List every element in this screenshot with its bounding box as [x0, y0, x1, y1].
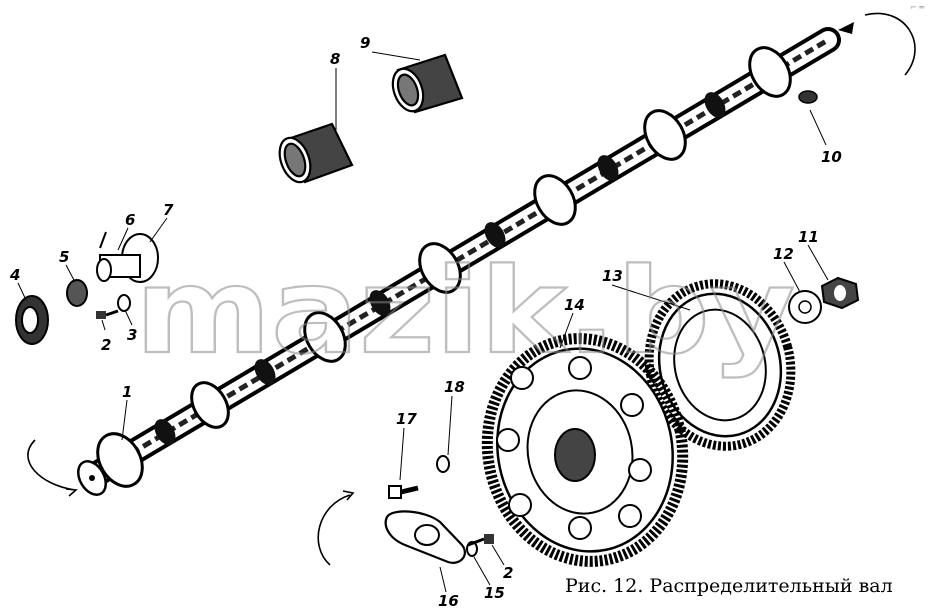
- callout-2-left: 2: [101, 336, 111, 354]
- callout-8: 8: [330, 50, 340, 68]
- callout-17: 17: [396, 410, 417, 428]
- nut-11: [820, 276, 860, 310]
- rotation-arrow-rear: [864, 12, 916, 76]
- callout-13: 13: [602, 267, 623, 285]
- callout-4: 4: [9, 266, 20, 284]
- corner-mark: ⌐ ═: [910, 3, 924, 12]
- gear-ring-13: [644, 279, 796, 451]
- rotation-arrow-gear: [317, 494, 351, 566]
- watermark: mazik.by: [135, 242, 795, 380]
- lock-washer-12: [788, 290, 822, 324]
- callout-1: 1: [122, 383, 132, 401]
- rotation-arrow-front: [27, 439, 76, 491]
- figure-caption: Рис. 12. Распределительный вал: [565, 575, 893, 597]
- washer-3: [117, 294, 131, 312]
- callout-15: 15: [484, 584, 505, 602]
- callout-3: 3: [127, 326, 137, 344]
- callout-12: 12: [773, 245, 794, 263]
- callout-5: 5: [59, 248, 69, 266]
- callout-10: 10: [821, 148, 842, 166]
- callout-7: 7: [163, 201, 174, 219]
- callout-2-right: 2: [503, 564, 513, 582]
- gear-14: [481, 333, 689, 567]
- callout-9: 9: [360, 34, 370, 52]
- bearing-4: [15, 295, 49, 345]
- callout-14: 14: [564, 296, 585, 314]
- plate-16: [384, 510, 466, 564]
- bushing-8: [278, 122, 354, 184]
- bushing-9: [391, 53, 464, 114]
- key-10: [798, 90, 818, 104]
- callout-16: 16: [438, 592, 459, 610]
- bolt-2-right: [467, 534, 494, 547]
- bolt-17: [388, 485, 419, 499]
- callout-6: 6: [125, 211, 135, 229]
- callout-18: 18: [444, 378, 465, 396]
- callout-11: 11: [798, 228, 819, 246]
- leader-lines: [17, 51, 829, 593]
- housing-7: [96, 233, 159, 283]
- washer-18: [436, 455, 450, 473]
- pin-6: [99, 231, 107, 249]
- camshaft: [77, 27, 841, 496]
- gear-5: [66, 279, 88, 307]
- bolt-2-left: [96, 309, 119, 319]
